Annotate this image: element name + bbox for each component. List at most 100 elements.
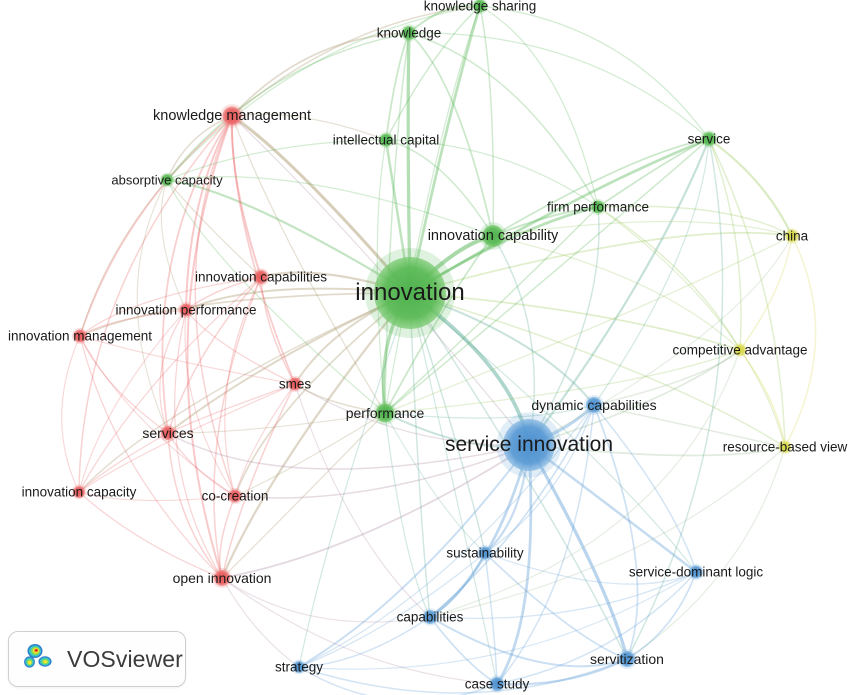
network-edge bbox=[79, 335, 223, 579]
network-edge bbox=[384, 412, 431, 618]
node-circle[interactable] bbox=[473, 0, 487, 13]
network-edge bbox=[429, 446, 786, 618]
network-edge bbox=[159, 309, 187, 434]
network-edge bbox=[739, 349, 786, 448]
network-edge bbox=[626, 571, 697, 660]
node-circle[interactable] bbox=[402, 26, 416, 40]
network-node-case-study[interactable] bbox=[488, 675, 506, 693]
node-circle[interactable] bbox=[73, 486, 85, 498]
node-layer[interactable] bbox=[71, 0, 801, 693]
network-edge bbox=[626, 446, 786, 660]
node-circle[interactable] bbox=[222, 106, 242, 126]
network-node-innovation-capacity[interactable] bbox=[71, 484, 87, 500]
node-circle[interactable] bbox=[73, 329, 87, 343]
node-circle[interactable] bbox=[254, 270, 268, 284]
network-edge bbox=[78, 292, 411, 493]
node-circle[interactable] bbox=[702, 132, 716, 146]
network-edge bbox=[234, 412, 386, 497]
network-edge bbox=[166, 179, 262, 278]
network-node-innovation[interactable] bbox=[365, 248, 455, 338]
network-node-services[interactable] bbox=[159, 424, 177, 442]
network-node-servitization[interactable] bbox=[617, 649, 637, 669]
node-circle[interactable] bbox=[503, 419, 555, 471]
network-edge bbox=[79, 309, 187, 337]
node-circle[interactable] bbox=[619, 651, 635, 667]
network-edge bbox=[409, 292, 498, 685]
node-circle[interactable] bbox=[228, 489, 242, 503]
node-circle[interactable] bbox=[591, 200, 605, 214]
node-circle[interactable] bbox=[785, 229, 799, 243]
network-node-capabilities[interactable] bbox=[421, 608, 439, 626]
node-circle[interactable] bbox=[375, 403, 395, 423]
network-node-service-innovation[interactable] bbox=[496, 412, 562, 478]
network-edge bbox=[298, 571, 697, 670]
node-circle[interactable] bbox=[379, 133, 393, 147]
network-edge bbox=[185, 309, 296, 385]
network-edge bbox=[496, 404, 595, 685]
node-circle[interactable] bbox=[161, 174, 173, 186]
node-circle[interactable] bbox=[374, 257, 446, 329]
network-node-innovation-performance[interactable] bbox=[177, 301, 195, 319]
network-edge bbox=[384, 5, 481, 414]
network-edge bbox=[479, 5, 495, 237]
node-circle[interactable] bbox=[482, 225, 504, 247]
network-node-service[interactable] bbox=[700, 130, 718, 148]
network-edge bbox=[78, 276, 262, 493]
node-circle[interactable] bbox=[689, 565, 703, 579]
network-edge bbox=[167, 432, 530, 470]
network-node-resource-based-view[interactable] bbox=[777, 439, 793, 455]
node-circle[interactable] bbox=[161, 426, 175, 440]
network-node-firm-performance[interactable] bbox=[589, 198, 607, 216]
network-node-knowledge-management[interactable] bbox=[220, 104, 244, 128]
network-edge bbox=[385, 5, 481, 141]
network-node-dynamic-capabilities[interactable] bbox=[584, 395, 604, 415]
node-circle[interactable] bbox=[586, 397, 602, 413]
network-node-competitive-advantage[interactable] bbox=[732, 342, 748, 358]
node-circle[interactable] bbox=[478, 546, 492, 560]
network-node-co-creation[interactable] bbox=[226, 487, 244, 505]
network-node-innovation-capability[interactable] bbox=[479, 222, 507, 250]
node-circle[interactable] bbox=[288, 377, 302, 391]
network-node-smes[interactable] bbox=[286, 375, 304, 393]
network-node-absorptive-capacity[interactable] bbox=[159, 172, 175, 188]
network-edge bbox=[408, 4, 482, 295]
node-circle[interactable] bbox=[293, 661, 305, 673]
network-node-performance[interactable] bbox=[373, 401, 397, 425]
network-node-strategy[interactable] bbox=[291, 659, 307, 675]
network-edge bbox=[527, 137, 711, 447]
network-edge bbox=[185, 115, 233, 311]
network-edge bbox=[221, 577, 498, 685]
network-node-service-dominant-logic[interactable] bbox=[687, 563, 705, 581]
network-edge bbox=[231, 113, 387, 141]
network-edge bbox=[166, 32, 410, 181]
vosviewer-logo[interactable]: VOSviewer bbox=[8, 631, 186, 687]
network-edge bbox=[78, 383, 296, 493]
network-edge bbox=[528, 235, 793, 446]
network-edge bbox=[385, 139, 494, 237]
network-edge bbox=[492, 138, 710, 237]
network-node-knowledge[interactable] bbox=[400, 24, 418, 42]
network-edge bbox=[78, 491, 236, 502]
network-edge bbox=[409, 292, 628, 660]
network-node-innovation-management[interactable] bbox=[71, 327, 89, 345]
network-node-sustainability[interactable] bbox=[476, 544, 494, 562]
network-node-china[interactable] bbox=[783, 227, 801, 245]
node-circle[interactable] bbox=[179, 303, 193, 317]
network-edge bbox=[78, 432, 169, 493]
node-circle[interactable] bbox=[214, 570, 230, 586]
node-circle[interactable] bbox=[490, 677, 504, 691]
network-edge bbox=[708, 138, 742, 351]
network-edge bbox=[78, 309, 187, 493]
node-circle[interactable] bbox=[734, 344, 746, 356]
network-edge bbox=[384, 349, 741, 414]
network-node-intellectual-capital[interactable] bbox=[377, 131, 395, 149]
network-edge bbox=[79, 115, 233, 337]
node-circle[interactable] bbox=[423, 610, 437, 624]
network-node-knowledge-sharing[interactable] bbox=[471, 0, 489, 15]
network-node-open-innovation[interactable] bbox=[212, 568, 232, 588]
network-edge bbox=[409, 231, 793, 294]
node-circle[interactable] bbox=[779, 441, 791, 453]
network-node-innovation-capabilities[interactable] bbox=[252, 268, 270, 286]
